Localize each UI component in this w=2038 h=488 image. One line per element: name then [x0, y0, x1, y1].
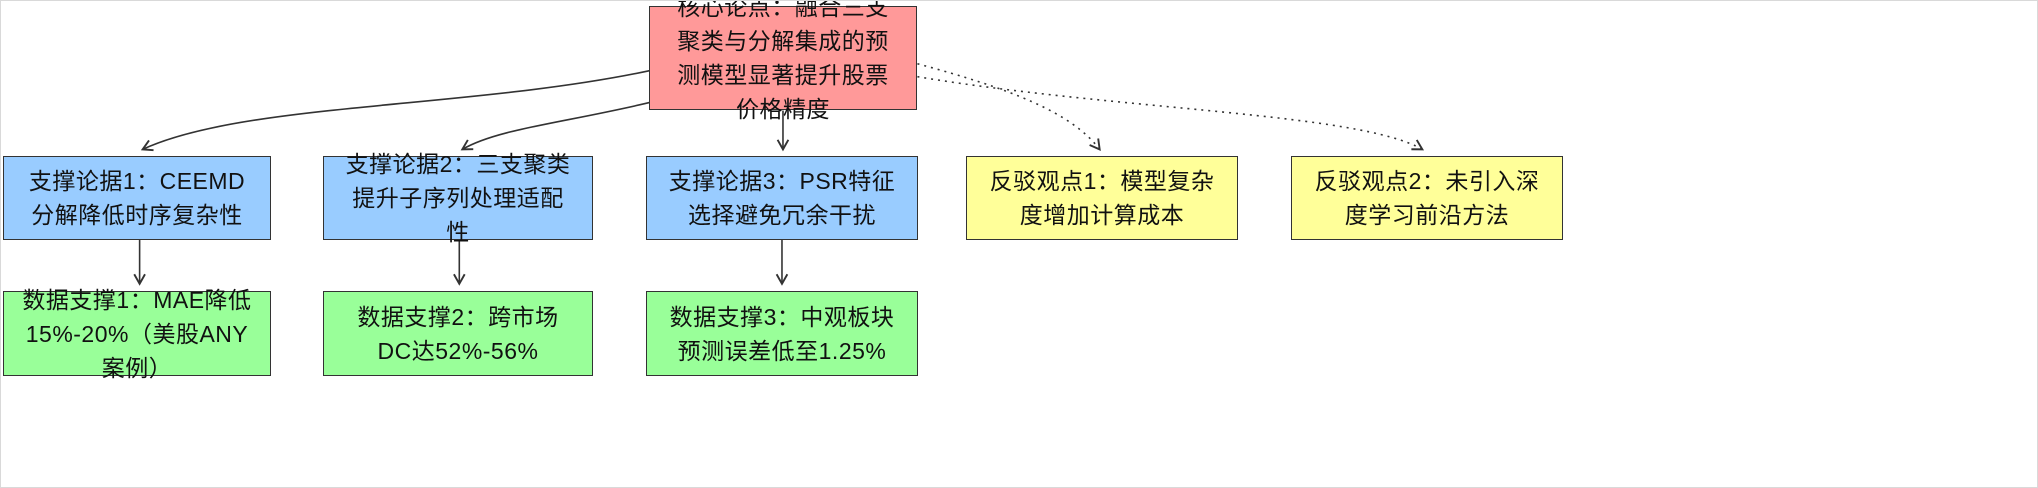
node-evidence-1: 数据支撑1：MAE降低15%-20%（美股ANY案例）	[3, 287, 271, 381]
edge-core-to-rebuttal1	[917, 62, 1101, 151]
node-support-2: 支撑论据2：三支聚类提升子序列处理适配性	[323, 151, 593, 245]
edge-core-to-support2	[460, 100, 654, 151]
node-evidence-3: 数据支撑3：中观板块预测误差低至1.25%	[646, 291, 918, 376]
node-support-3: 支撑论据3：PSR特征选择避免冗余干扰	[646, 156, 918, 240]
node-core-claim: 核心论点：融合三支聚类与分解集成的预测模型显著提升股票价格精度	[649, 1, 917, 122]
node-support-1: 支撑论据1：CEEMD分解降低时序复杂性	[3, 156, 271, 240]
node-evidence-2: 数据支撑2：跨市场DC达52%-56%	[323, 291, 593, 376]
node-rebuttal-1: 反驳观点1：模型复杂度增加计算成本	[966, 156, 1238, 240]
edge-core-to-support1	[140, 69, 650, 152]
edge-core-to-rebuttal2	[917, 75, 1425, 151]
node-rebuttal-2: 反驳观点2：未引入深度学习前沿方法	[1291, 156, 1563, 240]
